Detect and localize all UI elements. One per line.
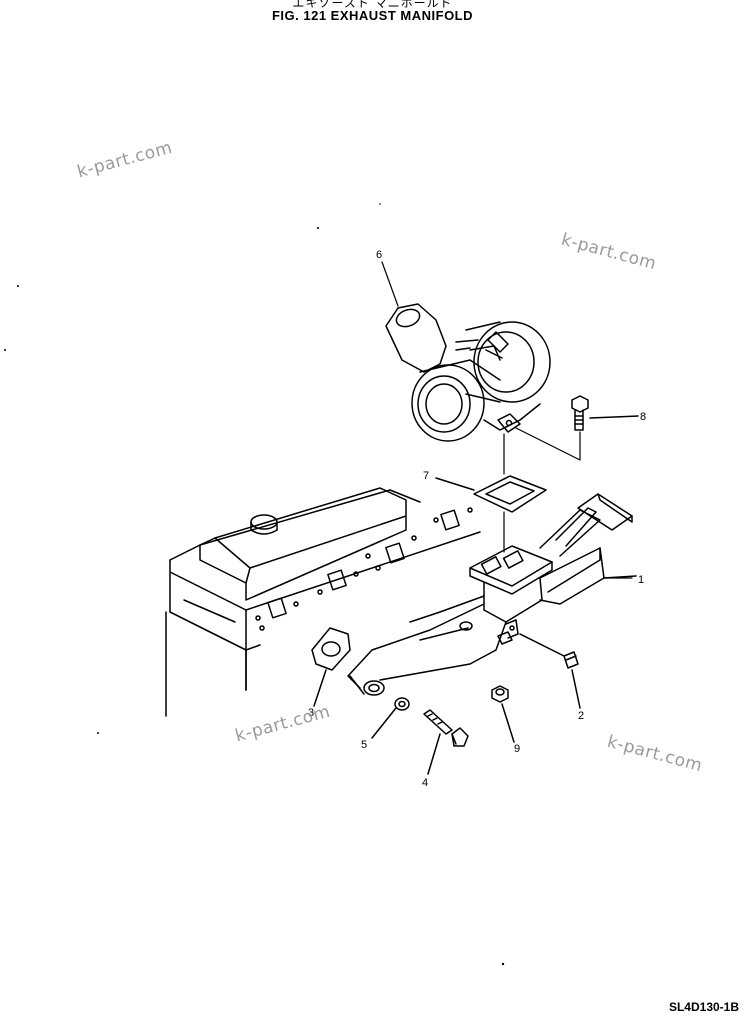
- gasket-part-7: [435, 475, 547, 513]
- specks: [4, 203, 505, 966]
- bolt-part-8: [571, 395, 639, 431]
- drawing-code: SL4D130-1B: [668, 1000, 739, 1014]
- callout-5: 5: [361, 739, 367, 751]
- callout-9: 9: [514, 743, 520, 755]
- figure-title-japanese: エキゾースト マニホールド: [292, 0, 453, 10]
- leader-part-3: [313, 669, 327, 707]
- callout-2: 2: [578, 710, 584, 722]
- stud-part-2: [519, 633, 581, 709]
- callout-8: 8: [640, 411, 646, 423]
- gasket-part-3: [311, 627, 351, 671]
- callout-7: 7: [423, 470, 429, 482]
- callout-labels: 6 8 7 1 2 3 5 9 4: [308, 249, 646, 789]
- nut-part-9: [491, 685, 515, 743]
- callout-1: 1: [638, 574, 644, 586]
- washer-part-5: [371, 697, 410, 739]
- bolt-part-4: [423, 709, 469, 775]
- figure-title: FIG. 121 EXHAUST MANIFOLD: [271, 8, 474, 23]
- callout-6: 6: [376, 249, 382, 261]
- callout-4: 4: [422, 777, 428, 789]
- callout-3: 3: [308, 707, 314, 719]
- engine-block: [165, 487, 481, 717]
- exhaust-manifold-part-1: [347, 493, 637, 696]
- turbocharger-part-6: [385, 303, 551, 442]
- assembly-lines: [381, 261, 581, 553]
